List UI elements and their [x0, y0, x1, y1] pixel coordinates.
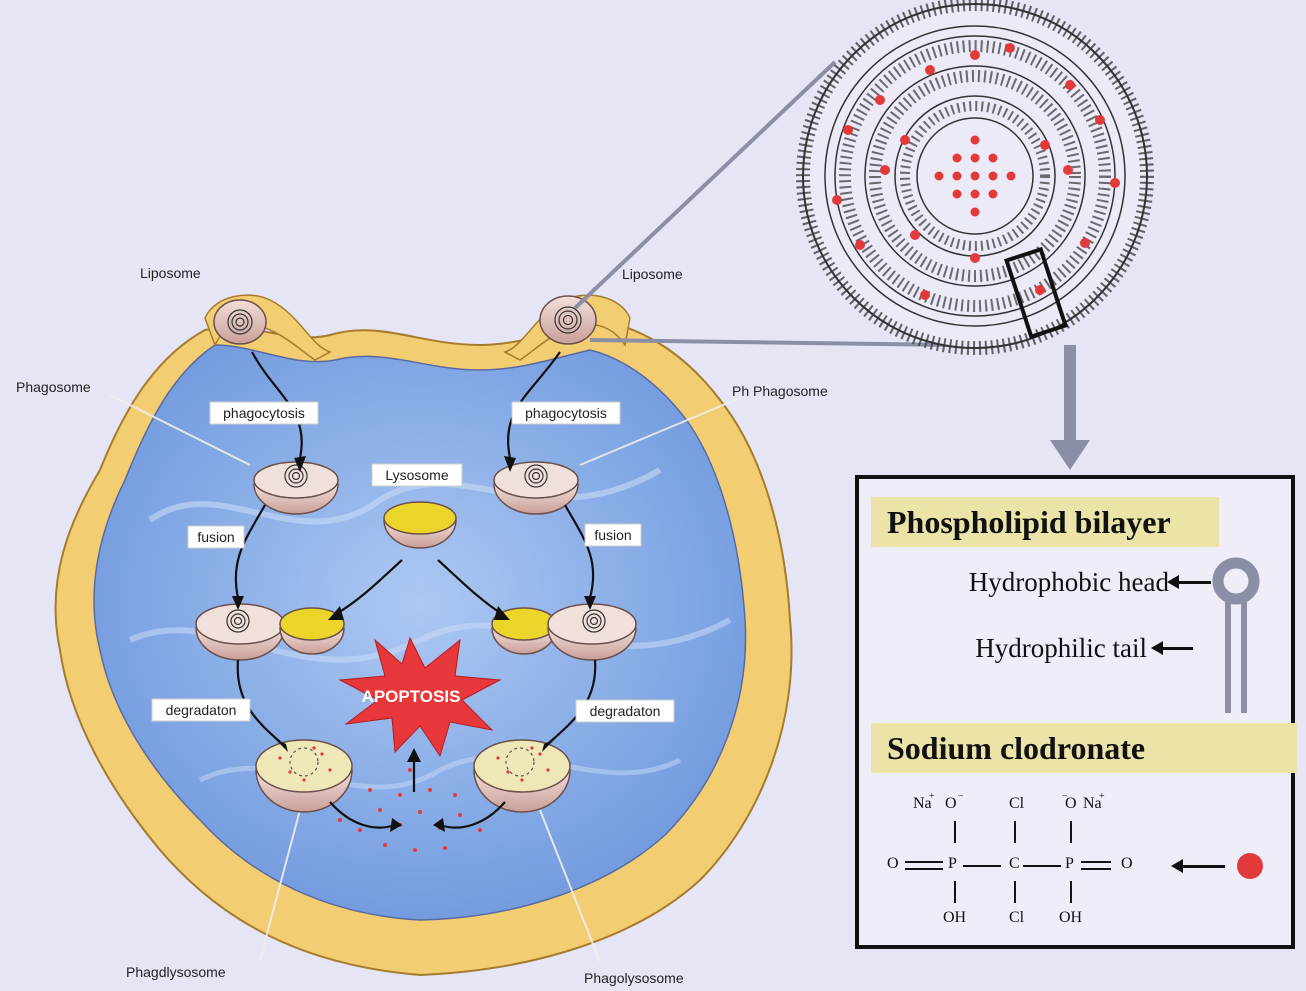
formula-o-right: O: [1121, 855, 1133, 873]
tag-phagocytosis-right: phagocytosis: [512, 402, 620, 424]
drug-dot-icon: [1237, 853, 1263, 879]
formula-oh-1: OH: [943, 909, 966, 927]
svg-text:degradaton: degradaton: [166, 702, 237, 718]
label-phagosome-right: Ph Phagosome: [732, 383, 828, 399]
fused-vesicle-left: [196, 604, 344, 660]
bond-p1-up: [954, 821, 956, 843]
formula-o-1: O: [945, 795, 957, 813]
tail-pointer-arrow: [1159, 647, 1193, 650]
head-pointer-arrowhead: [1167, 575, 1179, 589]
bond-c-up: [1014, 821, 1016, 843]
formula-o-2-charge: −: [1062, 791, 1068, 802]
liposome-right-vesicle: [540, 296, 596, 344]
svg-text:fusion: fusion: [197, 529, 234, 545]
fused-vesicle-right: [492, 604, 636, 660]
apoptosis-label: APOPTOSIS: [362, 687, 461, 706]
tag-degradation-left: degradaton: [152, 699, 250, 721]
drug-pointer-arrow: [1181, 865, 1225, 868]
tag-lysosome: Lysosome: [372, 464, 462, 486]
formula-na-1-charge: +: [929, 791, 935, 802]
drug-pointer-arrowhead: [1171, 859, 1183, 873]
legend-panel: Phospholipid bilayer Hydrophobic head Hy…: [855, 475, 1295, 949]
formula-o-1-charge: −: [958, 791, 964, 802]
label-liposome-right: Liposome: [622, 266, 683, 282]
label-phagolysosome-right: Phagolysosome: [584, 970, 684, 986]
label-phagolysosome-left: Phagdlysosome: [126, 964, 226, 980]
phospholipid-icon: [1211, 557, 1261, 717]
double-bond-right-2: [1081, 868, 1111, 870]
zoom-line-upper: [575, 62, 835, 308]
tag-phagocytosis-left: phagocytosis: [210, 402, 318, 424]
tag-fusion-right: fusion: [585, 524, 641, 546]
svg-text:degradaton: degradaton: [590, 703, 661, 719]
phagosome-left-vesicle: [254, 462, 338, 514]
liposome-left-vesicle: [214, 300, 266, 344]
label-liposome-left: Liposome: [140, 265, 201, 281]
head-pointer-arrow: [1175, 581, 1211, 584]
svg-text:phagocytosis: phagocytosis: [525, 405, 607, 421]
formula-cl-bottom: Cl: [1009, 909, 1024, 927]
double-bond-left-2: [905, 868, 943, 870]
tail-pointer-arrowhead: [1151, 641, 1163, 655]
zoom-arrow-down: [1050, 345, 1090, 470]
formula-p-2: P: [1065, 855, 1074, 873]
formula-c: C: [1009, 855, 1020, 873]
tag-fusion-left: fusion: [188, 526, 244, 548]
double-bond-left-1: [905, 861, 943, 863]
svg-text:fusion: fusion: [594, 527, 631, 543]
tag-degradation-right: degradaton: [576, 700, 674, 722]
formula-cl-top: Cl: [1009, 795, 1024, 813]
formula-oh-2: OH: [1059, 909, 1082, 927]
liposome-structure: [803, 4, 1147, 348]
bond-p1-c: [963, 865, 1001, 867]
label-phagosome-left: Phagosome: [16, 379, 91, 395]
legend-head-label: Hydrophobic head: [869, 567, 1169, 598]
formula-p-1: P: [948, 855, 957, 873]
legend-tail-label: Hydrophilic tail: [869, 633, 1147, 664]
bond-c-down: [1014, 881, 1016, 903]
legend-bilayer-title: Phospholipid bilayer: [871, 497, 1219, 547]
formula-o-left: O: [887, 855, 899, 873]
svg-text:Lysosome: Lysosome: [385, 467, 449, 483]
double-bond-right-1: [1081, 861, 1111, 863]
macrophage-cell: [56, 295, 792, 975]
bond-p2-up: [1070, 821, 1072, 843]
bond-c-p2: [1023, 865, 1061, 867]
bond-p2-down: [1070, 881, 1072, 903]
svg-text:phagocytosis: phagocytosis: [223, 405, 305, 421]
legend-clodronate-title: Sodium clodronate: [871, 723, 1297, 773]
bond-p1-down: [954, 881, 956, 903]
formula-na-2-charge: +: [1099, 791, 1105, 802]
